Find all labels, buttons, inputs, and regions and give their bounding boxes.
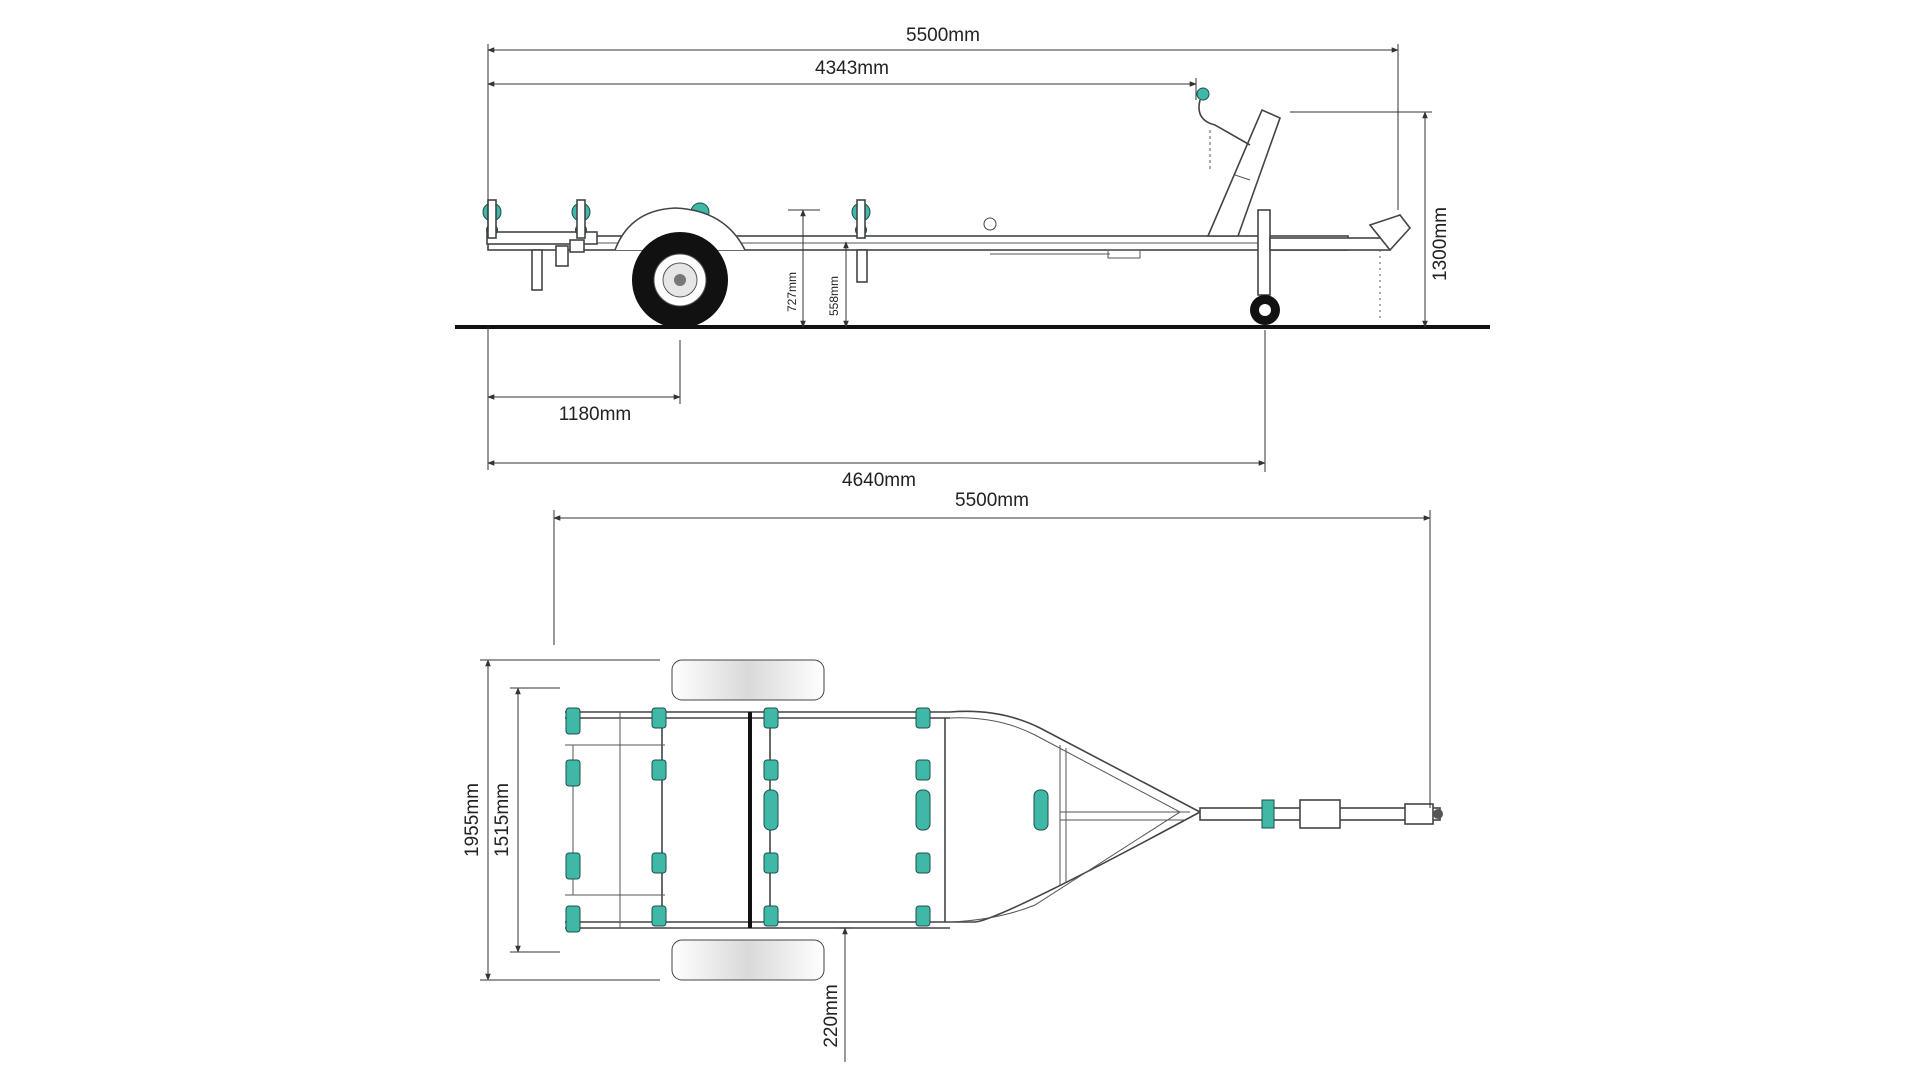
dim-side-roller-height: 558mm bbox=[827, 276, 841, 316]
dim-side-bunk-height: 727mm bbox=[785, 272, 799, 312]
fender-top-left bbox=[671, 659, 825, 701]
roller-icon bbox=[915, 789, 931, 831]
wheel-icon bbox=[632, 232, 728, 328]
dim-top-total-length: 5500mm bbox=[955, 490, 1029, 511]
roller-icon bbox=[565, 905, 581, 933]
roller-icon bbox=[651, 707, 667, 729]
roller-icon bbox=[1033, 789, 1049, 831]
roller-icon bbox=[651, 852, 667, 874]
fender-side bbox=[614, 207, 746, 251]
roller-icon bbox=[915, 707, 931, 729]
roller-icon bbox=[651, 905, 667, 927]
dim-side-rear-to-axle: 1180mm bbox=[559, 404, 632, 425]
roller-icon bbox=[763, 852, 779, 874]
roller-icon bbox=[1196, 87, 1210, 101]
winch-post bbox=[1206, 108, 1282, 237]
roller-icon bbox=[565, 707, 581, 735]
roller-icon bbox=[915, 905, 931, 927]
roller-icon bbox=[763, 905, 779, 927]
roller-icon bbox=[763, 759, 779, 781]
top-dimension-lines: 5500mm 1955mm 1515mm 220mm bbox=[462, 490, 1431, 1062]
roller-icon bbox=[915, 759, 931, 781]
roller-group-top bbox=[565, 707, 1049, 933]
side-view bbox=[455, 87, 1490, 329]
dim-side-total-length: 5500mm bbox=[906, 25, 980, 46]
roller-icon bbox=[763, 707, 779, 729]
side-dimension-lines: 5500mm 4343mm 1300mm 727mm 558mm 1180mm … bbox=[487, 25, 1451, 491]
dim-top-fender-width: 220mm bbox=[821, 984, 842, 1047]
dim-side-overall-height: 1300mm bbox=[1430, 207, 1451, 281]
roller-icon bbox=[763, 789, 779, 831]
dim-side-rear-to-jockey: 4640mm bbox=[842, 470, 916, 491]
dim-top-inner-width: 1515mm bbox=[492, 783, 513, 857]
dim-side-to-winch-post: 4343mm bbox=[815, 58, 889, 79]
fender-top-right bbox=[671, 939, 825, 981]
roller-icon bbox=[915, 852, 931, 874]
roller-icon bbox=[565, 852, 581, 880]
top-view bbox=[565, 659, 1443, 981]
roller-icon bbox=[565, 759, 581, 787]
dim-top-overall-width: 1955mm bbox=[462, 783, 483, 857]
a-frame bbox=[949, 710, 1202, 923]
roller-icon bbox=[651, 759, 667, 781]
